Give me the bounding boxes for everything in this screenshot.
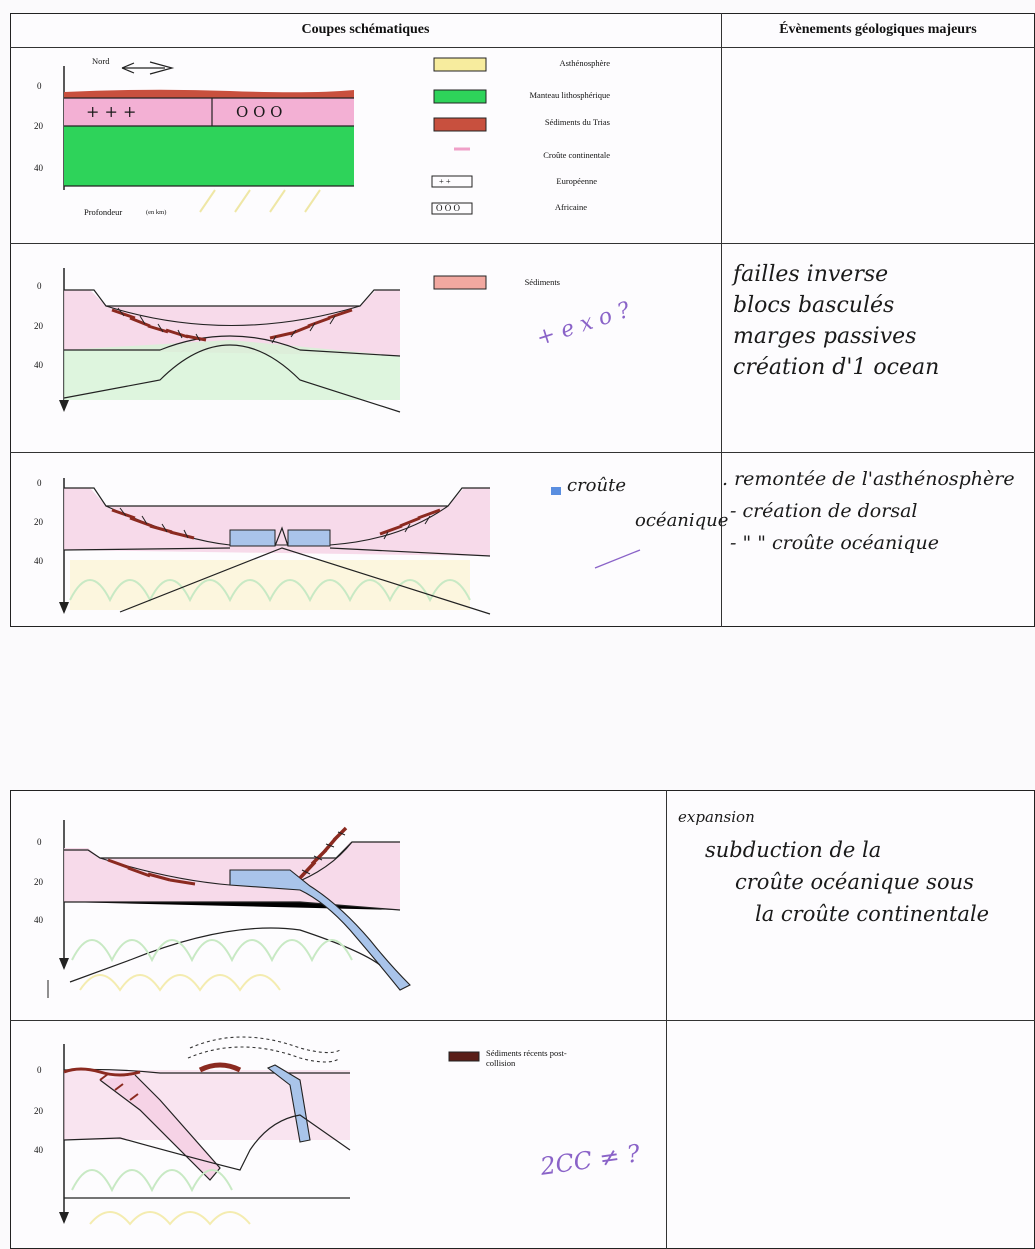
section3-legend-line1: croûte: [567, 475, 627, 496]
section3-event-3: - " " croûte océanique: [730, 532, 939, 554]
european-crust-symbols: + + +: [86, 102, 137, 121]
top-table-row-rule-2: [10, 452, 1035, 453]
section2-tick-20: 20: [34, 321, 43, 331]
section2-tick-0: 0: [37, 281, 42, 291]
section4-tick-20: 20: [34, 877, 43, 887]
legend-european: Européenne: [556, 176, 597, 186]
section2-event-2: blocs basculés: [733, 293, 895, 318]
section4-tick-40: 40: [34, 915, 43, 925]
section4-tick-0: 0: [37, 837, 42, 847]
depth-axis-label: Profondeur: [84, 207, 123, 217]
section2-event-3: marges passives: [733, 324, 917, 349]
legend-trias-sediments: Sédiments du Trias: [544, 117, 610, 127]
african-crust-symbols: O O O: [236, 103, 283, 121]
legend-asthenosphere: Asthénosphère: [559, 58, 610, 68]
top-table-column-divider: [721, 13, 722, 627]
depth-axis-unit: (en km): [146, 209, 167, 216]
legend-lithospheric-mantle: Manteau lithosphérique: [529, 90, 611, 100]
section5-tick-20: 20: [34, 1106, 43, 1116]
bottom-table-column-divider: [666, 790, 667, 1249]
section4-event-2: croûte océanique sous: [735, 870, 974, 894]
section2-tick-40: 40: [34, 360, 43, 370]
legend-continental-crust: Croûte continentale: [543, 150, 610, 160]
legend-african: Africaine: [554, 202, 587, 212]
section4-event-1: subduction de la: [705, 838, 882, 862]
section1-tick-0: 0: [37, 81, 42, 91]
section2-event-4: création d'1 ocean: [733, 355, 940, 380]
section5-tick-0: 0: [37, 1065, 42, 1075]
header-events-title: Évènements géologiques majeurs: [779, 22, 977, 37]
header-sections-title: Coupes schématiques: [301, 22, 430, 37]
section2-event-1: failles inverse: [733, 262, 889, 287]
section3-event-1: . remontée de l'asthénosphère: [722, 468, 1015, 490]
top-table-row-rule-1: [10, 243, 1035, 244]
section1-tick-40: 40: [34, 163, 43, 173]
section3-tick-20: 20: [34, 517, 43, 527]
section3-legend-line2: océanique: [635, 510, 729, 531]
north-label: Nord: [92, 56, 110, 66]
section3-tick-0: 0: [37, 478, 42, 488]
section4-event-title: expansion: [678, 808, 755, 826]
section4-event-3: la croûte continentale: [755, 902, 990, 926]
legend-african-symbol: O O O: [436, 203, 460, 213]
top-table-header-rule: [10, 47, 1035, 48]
section1-tick-20: 20: [34, 121, 43, 131]
section3-tick-40: 40: [34, 556, 43, 566]
legend-recent-sediments-line2: collision: [486, 1058, 516, 1068]
section5-tick-40: 40: [34, 1145, 43, 1155]
legend-sediments: Sédiments: [524, 277, 560, 287]
legend-recent-sediments-line1: Sédiments récents post-: [486, 1048, 567, 1058]
bottom-table-row-rule: [10, 1020, 1035, 1021]
legend-european-symbol: + +: [439, 176, 451, 186]
section3-event-2: - création de dorsal: [730, 500, 918, 522]
